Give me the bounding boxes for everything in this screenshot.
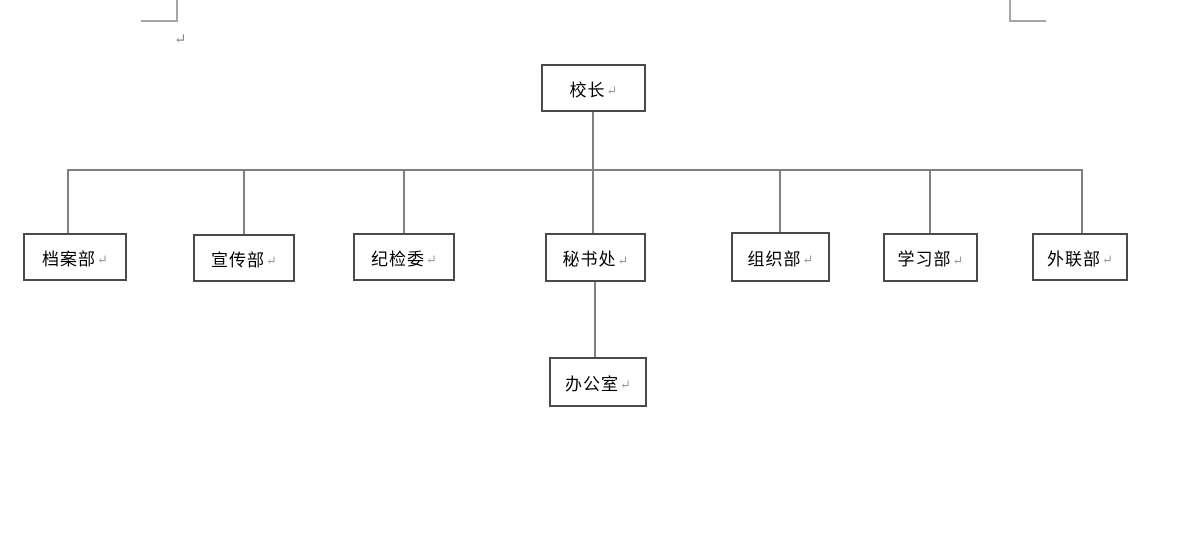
return-mark-icon: ↵ — [606, 83, 618, 98]
org-box-department-2[interactable]: 纪检委 ↵ — [353, 233, 455, 281]
return-mark-icon: ↵ — [426, 252, 437, 267]
connector-drop-xuanchuanbu — [243, 169, 245, 234]
org-box-label: 组织部 — [747, 249, 802, 269]
org-box-department-6[interactable]: 外联部 ↵ — [1032, 233, 1128, 281]
org-box-department-1[interactable]: 宣传部 ↵ — [193, 234, 295, 282]
org-box-label: 宣传部 — [211, 250, 266, 270]
org-box-root[interactable]: 校长 ↵ — [541, 64, 646, 112]
return-mark-icon: ↵ — [617, 252, 629, 268]
org-box-label: 纪检委 — [371, 249, 426, 269]
connector-sub-stem — [594, 281, 596, 357]
org-box-label: 外联部 — [1047, 249, 1102, 269]
return-mark-icon: ↵ — [1102, 252, 1113, 267]
connector-drop-jijianwei — [403, 169, 405, 233]
page-margin-corner-left-icon — [141, 0, 178, 22]
connector-drop-danganbu — [67, 169, 69, 233]
connector-drop-wailianbu — [1081, 169, 1083, 233]
connector-drop-xuexibu — [929, 169, 931, 233]
org-box-sub-department[interactable]: 办公室 ↵ — [549, 357, 647, 407]
page-margin-corner-right-icon — [1009, 0, 1046, 22]
org-box-label: 办公室 — [565, 374, 620, 394]
org-box-label: 秘书处 — [562, 250, 617, 269]
org-box-root-label: 校长 — [569, 80, 606, 100]
org-box-label: 档案部 — [42, 249, 97, 269]
paragraph-return-icon: ↵ — [174, 32, 187, 48]
return-mark-icon: ↵ — [620, 377, 631, 392]
return-mark-icon: ↵ — [952, 252, 964, 268]
org-box-department-3[interactable]: 秘书处 ↵ — [545, 233, 646, 282]
connector-root-stem — [592, 112, 594, 233]
org-box-department-5[interactable]: 学习部 ↵ — [883, 233, 978, 282]
org-box-department-4[interactable]: 组织部 ↵ — [731, 232, 830, 282]
org-box-department-0[interactable]: 档案部 ↵ — [23, 233, 127, 281]
return-mark-icon: ↵ — [266, 253, 277, 268]
connector-drop-zuzhibu — [779, 169, 781, 232]
org-box-label: 学习部 — [897, 250, 952, 269]
return-mark-icon: ↵ — [802, 252, 814, 267]
connector-spine — [67, 169, 1083, 171]
return-mark-icon: ↵ — [97, 252, 108, 267]
